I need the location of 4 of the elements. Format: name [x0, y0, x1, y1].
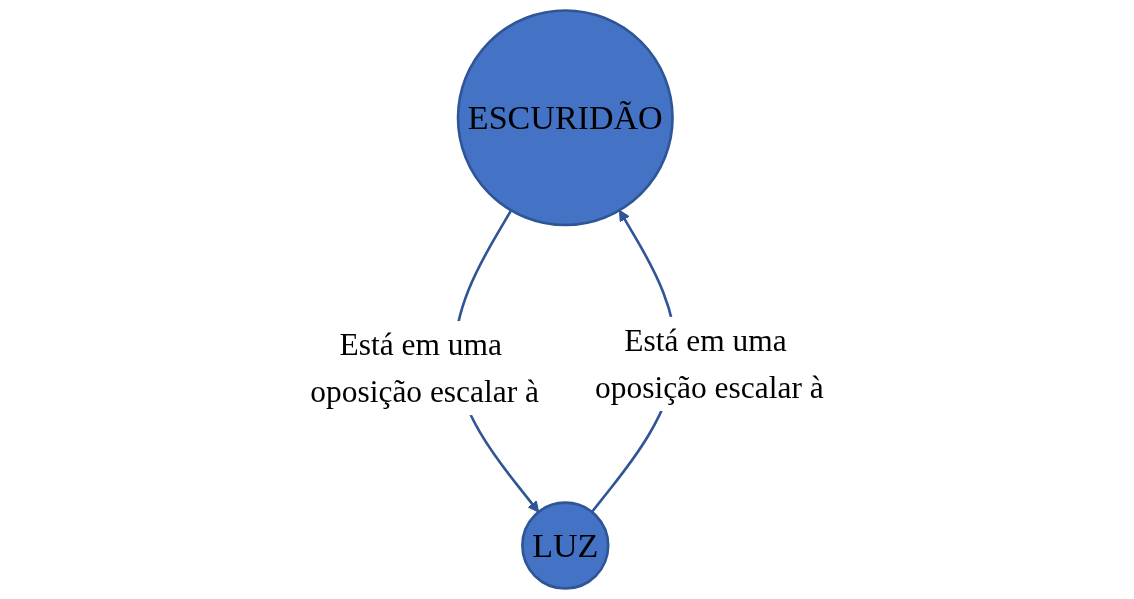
node-circle: ESCURIDÃO — [456, 9, 674, 227]
edge-label: Está em uma oposição escalar à — [310, 327, 539, 409]
edge-label: Está em uma oposição escalar à — [595, 323, 824, 405]
node-circle: LUZ — [521, 501, 610, 590]
